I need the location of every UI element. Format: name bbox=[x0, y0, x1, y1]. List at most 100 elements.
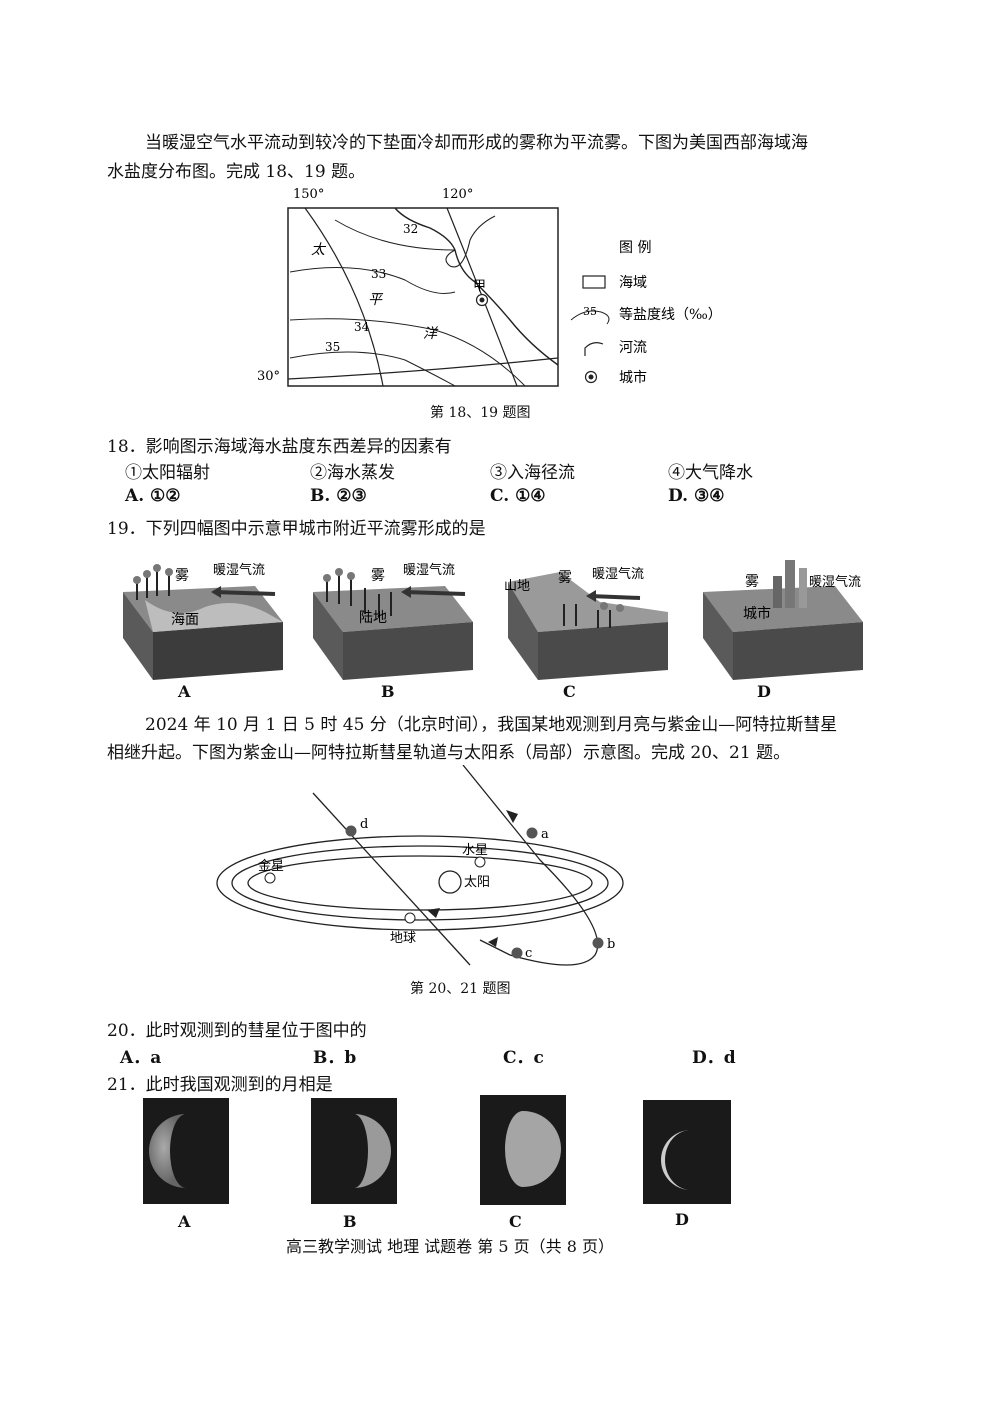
legend-isohaline: 等盐度线（‰） bbox=[619, 306, 722, 323]
sun-label: 太阳 bbox=[464, 875, 490, 890]
comet-d bbox=[345, 825, 357, 837]
moon-photo-a bbox=[143, 1098, 229, 1204]
moon-photo-d bbox=[643, 1100, 731, 1204]
mercury bbox=[474, 856, 486, 868]
diagram-b-surface: 陆地 bbox=[359, 610, 387, 626]
q20-option-b[interactable]: B．b bbox=[313, 1048, 357, 1068]
q21-option-a[interactable]: A bbox=[178, 1212, 191, 1231]
iso-label-35: 35 bbox=[325, 340, 340, 354]
q18-item-1: ①太阳辐射 bbox=[125, 463, 210, 483]
comet-orbit-diagram: 太阳 水星 金星 地球 d a b c bbox=[216, 765, 624, 966]
legend-sea-swatch bbox=[582, 275, 606, 289]
diagram-a-flow: 暖湿气流 bbox=[213, 562, 265, 578]
diagram-a-surface: 海面 bbox=[171, 612, 199, 628]
comet-path-outgoing bbox=[312, 792, 471, 966]
legend-title: 图 例 bbox=[619, 240, 651, 256]
comet-a bbox=[526, 827, 538, 839]
comet-b-label: b bbox=[607, 937, 615, 952]
fig-caption-20-21: 第 20、21 题图 bbox=[410, 981, 511, 997]
intro-18-19-line1: 当暖湿空气水平流动到较冷的下垫面冷却而形成的雾称为平流雾。下图为美国西部海域海 bbox=[145, 133, 808, 153]
legend-river-swatch bbox=[584, 342, 604, 356]
q21-stem: 21．此时我国观测到的月相是 bbox=[107, 1075, 333, 1095]
q18-item-4: ④大气降水 bbox=[668, 463, 753, 483]
comet-c-label: c bbox=[525, 946, 532, 961]
legend-river: 河流 bbox=[619, 340, 647, 356]
orbit-earth bbox=[231, 845, 609, 921]
meridian-150 bbox=[304, 207, 384, 387]
diagram-c-fog: 雾 bbox=[558, 570, 572, 586]
salinity-map: 150° 120° 30° 32 33 34 35 太 平 洋 甲 图 例 海域… bbox=[257, 187, 722, 387]
isohaline-32 bbox=[334, 219, 456, 251]
q19-option-b[interactable]: B bbox=[381, 682, 395, 701]
earth bbox=[404, 912, 416, 924]
river bbox=[445, 215, 496, 268]
fig-caption-18-19: 第 18、19 题图 bbox=[430, 405, 531, 421]
intro-20-21-line1: 2024 年 10 月 1 日 5 时 45 分（北京时间），我国某地观测到月亮… bbox=[145, 715, 838, 735]
diagram-d-flow: 暖湿气流 bbox=[809, 574, 861, 590]
lon-label-120: 120° bbox=[442, 187, 473, 202]
lat-label-30: 30° bbox=[257, 369, 280, 384]
q18-option-d[interactable]: D. ③④ bbox=[668, 486, 725, 506]
moon-photo-c bbox=[480, 1095, 566, 1205]
earth-label: 地球 bbox=[390, 931, 416, 946]
q18-item-3: ③入海径流 bbox=[490, 463, 575, 483]
q20-option-a[interactable]: A．a bbox=[120, 1048, 162, 1068]
q20-option-c[interactable]: C．c bbox=[503, 1048, 544, 1068]
ocean-char-1: 太 bbox=[311, 242, 327, 258]
q20-option-d[interactable]: D．d bbox=[692, 1048, 736, 1068]
q19-diagrams: 雾 暖湿气流 海面 雾 暖湿气流 陆地 山地 雾 暖湿气流 bbox=[123, 560, 863, 680]
q21-option-d[interactable]: D bbox=[675, 1210, 689, 1229]
venus bbox=[264, 872, 276, 884]
q19-option-d[interactable]: D bbox=[757, 682, 771, 701]
orbit-inner bbox=[247, 855, 593, 911]
comet-b bbox=[592, 937, 604, 949]
iso-label-32: 32 bbox=[403, 222, 418, 236]
diagram-d: 雾 暖湿气流 城市 bbox=[703, 560, 863, 680]
q18-option-c[interactable]: C. ①④ bbox=[490, 486, 546, 506]
diagram-d-fog: 雾 bbox=[745, 574, 759, 590]
parallel-30 bbox=[287, 357, 559, 380]
diagram-c: 山地 雾 暖湿气流 bbox=[504, 566, 668, 680]
diagram-d-surface: 城市 bbox=[743, 605, 771, 622]
isohaline-33 bbox=[289, 267, 456, 294]
ocean-char-3: 洋 bbox=[423, 326, 439, 342]
intro-20-21-line2: 相继升起。下图为紫金山—阿特拉斯彗星轨道与太阳系（局部）示意图。完成 20、21… bbox=[107, 743, 791, 763]
q21-option-c[interactable]: C bbox=[509, 1212, 522, 1231]
comet-d-label: d bbox=[360, 817, 368, 832]
q18-item-2: ②海水蒸发 bbox=[310, 463, 395, 483]
diagram-b-fog: 雾 bbox=[371, 568, 385, 584]
diagram-a: 雾 暖湿气流 海面 bbox=[123, 562, 283, 680]
comet-c bbox=[511, 947, 523, 959]
venus-label: 金星 bbox=[258, 858, 284, 874]
comet-a-label: a bbox=[541, 827, 549, 842]
legend-isohaline-value: 35 bbox=[583, 305, 597, 318]
legend-sea: 海域 bbox=[619, 275, 647, 291]
city-label: 甲 bbox=[473, 279, 486, 294]
diagram-a-fog: 雾 bbox=[175, 568, 189, 584]
ocean-char-2: 平 bbox=[368, 292, 384, 308]
orbit-outer bbox=[216, 835, 624, 931]
q18-option-a[interactable]: A. ①② bbox=[125, 486, 181, 506]
legend-city: 城市 bbox=[619, 369, 647, 386]
lon-label-150: 150° bbox=[293, 187, 324, 202]
isohaline-35 bbox=[289, 351, 456, 387]
sun bbox=[438, 870, 462, 894]
q18-stem: 18．影响图示海域海水盐度东西差异的因素有 bbox=[107, 437, 452, 457]
diagram-c-flow: 暖湿气流 bbox=[592, 566, 644, 582]
q20-stem: 20．此时观测到的彗星位于图中的 bbox=[107, 1021, 367, 1041]
iso-label-34: 34 bbox=[354, 320, 370, 334]
page-footer: 高三教学测试 地理 试题卷 第 5 页（共 8 页） bbox=[286, 1237, 614, 1256]
q19-stem: 19．下列四幅图中示意甲城市附近平流雾形成的是 bbox=[107, 519, 486, 539]
q19-option-c[interactable]: C bbox=[563, 682, 576, 701]
comet-path-incoming bbox=[462, 765, 599, 966]
coastline bbox=[394, 207, 559, 366]
q18-option-b[interactable]: B. ②③ bbox=[310, 486, 367, 506]
moon-photo-b bbox=[311, 1098, 397, 1204]
map-frame bbox=[287, 207, 559, 387]
isohaline-34 bbox=[289, 318, 526, 387]
q19-option-a[interactable]: A bbox=[178, 682, 191, 701]
diagram-b-flow: 暖湿气流 bbox=[403, 562, 455, 578]
q21-option-b[interactable]: B bbox=[343, 1212, 357, 1231]
legend-isohaline-swatch bbox=[570, 310, 610, 325]
